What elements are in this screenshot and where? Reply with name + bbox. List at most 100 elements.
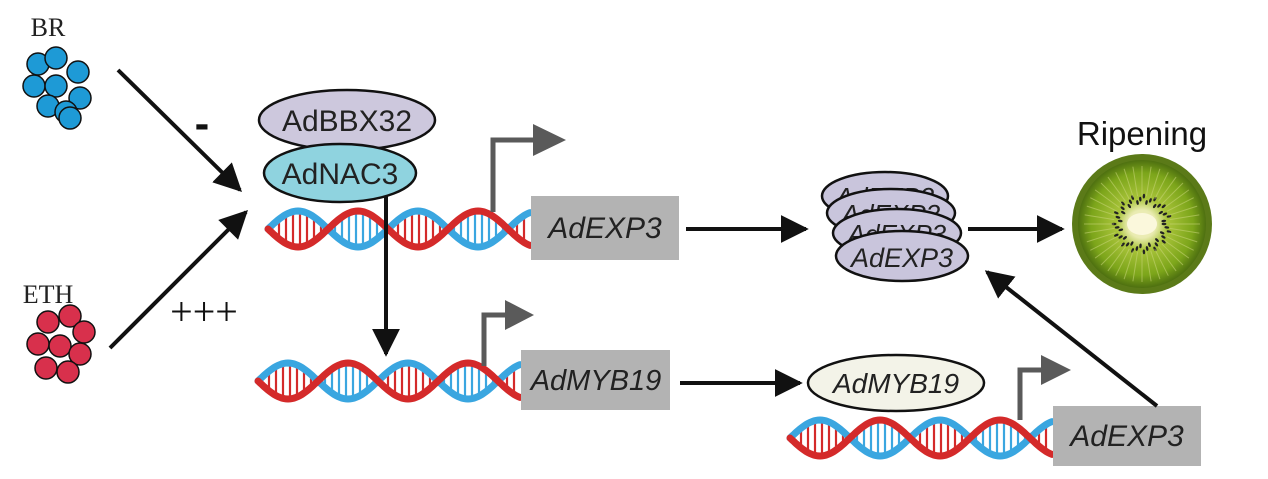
- kiwi-seed: [1121, 242, 1125, 247]
- kiwi-seed: [1139, 243, 1142, 249]
- dna-helix-myb19-promoter: [254, 359, 524, 403]
- kiwi-fiber: [1107, 246, 1126, 272]
- kiwi-seed: [1115, 215, 1121, 219]
- kiwi-fiber: [1150, 250, 1161, 280]
- kiwi-fiber: [1084, 214, 1115, 221]
- kiwi-seed: [1161, 219, 1167, 223]
- kiwi-fiber: [1145, 166, 1152, 197]
- kiwi-seed: [1157, 203, 1161, 208]
- molecule-dot: [36, 310, 60, 334]
- dna-strand: [264, 207, 534, 251]
- molecule-dot: [44, 46, 68, 70]
- kiwi-fiber: [1100, 182, 1123, 205]
- kiwi-fiber: [1169, 227, 1200, 234]
- kiwi-fiber: [1086, 205, 1116, 216]
- kiwi-seed: [1120, 206, 1125, 210]
- exp3-gene-label-bottom: AdEXP3: [1068, 420, 1184, 453]
- br-label: BR: [31, 13, 66, 42]
- kiwi-seed: [1162, 212, 1168, 216]
- molecule-dot: [26, 332, 50, 356]
- kiwi-fiber: [1164, 189, 1190, 208]
- kiwi-seed: [1127, 203, 1131, 209]
- kiwi-seed: [1158, 210, 1163, 215]
- molecule-dot: [68, 342, 92, 366]
- kiwi-fiber: [1166, 197, 1194, 212]
- kiwi-fiber: [1154, 248, 1169, 276]
- promoter-arrow-myb19: [481, 312, 510, 366]
- kiwi-fiber: [1166, 236, 1194, 251]
- kiwi-seed: [1135, 246, 1139, 251]
- bbx32-label: AdBBX32: [282, 105, 412, 138]
- molecule-dot: [58, 304, 82, 328]
- molecule-dot: [34, 356, 58, 380]
- kiwi-seed: [1159, 231, 1165, 235]
- dna-strand: [264, 207, 534, 251]
- kiwi-seed: [1145, 200, 1148, 205]
- myb19-gene-box: [521, 350, 670, 410]
- eth-to-nac3-arrow: [108, 210, 248, 350]
- kiwi-fiber: [1094, 189, 1120, 208]
- br-effect-label: -: [195, 99, 210, 148]
- promoter-arrowhead-exp3: [533, 124, 566, 156]
- kiwi-fiber: [1100, 243, 1123, 266]
- molecule-dot: [66, 60, 90, 84]
- kiwi-seed: [1154, 242, 1159, 247]
- eth-effect-label: +++: [170, 289, 238, 334]
- exp3-protein-stack: AdEXP3 AdEXP3 AdEXP3 AdEXP3: [820, 170, 970, 283]
- dna-strand: [254, 359, 524, 403]
- kiwi-fiber: [1084, 227, 1115, 234]
- kiwi-fruit-image: [1072, 154, 1212, 294]
- kiwi-seed: [1117, 219, 1123, 223]
- kiwi-seed: [1139, 196, 1142, 202]
- kiwi-fiber: [1150, 168, 1161, 198]
- kiwi-seed: [1142, 193, 1146, 199]
- kiwi-fiber: [1090, 197, 1118, 212]
- molecule-dot: [68, 86, 92, 110]
- kiwi-fiber: [1154, 172, 1169, 200]
- kiwi-seed: [1118, 235, 1123, 239]
- kiwi-seed: [1161, 204, 1166, 209]
- kiwi-fiber: [1164, 240, 1190, 259]
- myb19-protein-label: AdMYB19: [831, 368, 959, 399]
- kiwi-seed: [1136, 200, 1139, 205]
- kiwi-seed: [1149, 198, 1152, 203]
- kiwi-fiber: [1168, 205, 1198, 216]
- promoter-arrowhead-exp3-bottom: [1041, 355, 1071, 385]
- molecule-dot: [22, 74, 46, 98]
- exp3-gene-box-bottom: [1053, 406, 1201, 466]
- kiwi-fiber: [1090, 236, 1118, 251]
- dna-strand: [786, 416, 1056, 460]
- kiwi-fiber: [1145, 251, 1152, 282]
- promoter-arrowhead-myb19: [505, 300, 534, 330]
- nac3-protein: [262, 142, 418, 204]
- kiwi-seed: [1118, 228, 1124, 232]
- kiwi-seed: [1114, 226, 1120, 229]
- br-molecule-cluster: [22, 46, 92, 130]
- kiwi-fiber: [1158, 246, 1177, 272]
- kiwi-seed: [1161, 222, 1167, 226]
- promoter-arrow-exp3: [490, 137, 540, 212]
- dna-helix-exp3-promoter-bottom: [786, 416, 1056, 460]
- kiwi-seed: [1130, 241, 1134, 246]
- myb19-protein: [806, 353, 986, 413]
- kiwi-seed: [1122, 236, 1127, 240]
- kiwi-seed: [1114, 233, 1119, 237]
- exp3-protein-4: [834, 229, 970, 283]
- kiwi-seed: [1121, 201, 1125, 206]
- kiwi-fiber: [1169, 214, 1200, 221]
- kiwi-fiber: [1158, 176, 1177, 202]
- kiwi-seed: [1148, 242, 1151, 247]
- dna-helix-exp3-promoter: [264, 207, 534, 251]
- kiwi-fiber: [1132, 166, 1139, 197]
- kiwi-seed: [1161, 239, 1166, 244]
- kiwi-fiber: [1161, 243, 1184, 266]
- kiwi-seed: [1155, 238, 1159, 243]
- myb19-gene-label: AdMYB19: [529, 365, 662, 397]
- dna-strand: [254, 359, 524, 403]
- exp3-bottom-to-protein-arrow: [984, 270, 1159, 408]
- kiwi-fiber: [1123, 250, 1134, 280]
- kiwi-seed: [1125, 242, 1130, 247]
- exp3-protein-label-4: AdEXP3: [849, 243, 953, 273]
- kiwi-seed: [1166, 215, 1172, 218]
